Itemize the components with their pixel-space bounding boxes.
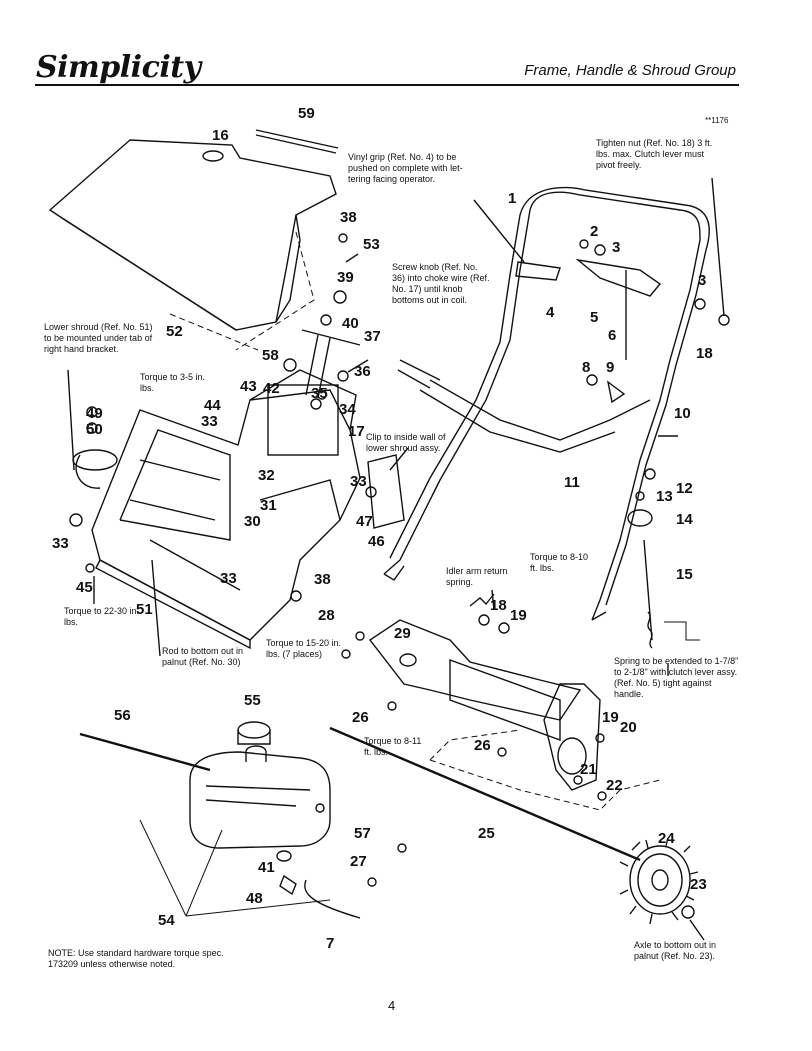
callout-number: 53 (363, 236, 380, 253)
callout-number: 46 (368, 533, 385, 550)
callout-number: 59 (298, 105, 315, 122)
note-torque-22-30: Torque to 22-30 in. lbs. (64, 606, 140, 627)
callout-number: 10 (674, 405, 691, 422)
callout-number: 7 (326, 935, 334, 952)
axle-frame-drawing (368, 619, 601, 791)
callout-number: 13 (656, 488, 673, 505)
callout-number: 49 (86, 405, 103, 422)
callout-number: 39 (337, 269, 354, 286)
callout-number: 37 (364, 328, 381, 345)
callout-number: 3 (698, 272, 706, 289)
callout-number: 38 (340, 209, 357, 226)
callout-number: 55 (244, 692, 261, 709)
callout-number: 43 (240, 378, 257, 395)
callout-number: 57 (354, 825, 371, 842)
callout-number: 30 (244, 513, 261, 530)
callout-number: 35 (311, 385, 328, 402)
callout-number: 33 (350, 473, 367, 490)
callout-number: 26 (474, 737, 491, 754)
note-torque-8-11: Torque to 8-11 ft. lbs. (364, 736, 422, 757)
callout-number: 19 (510, 607, 527, 624)
callout-number: 27 (350, 853, 367, 870)
callout-number: 51 (136, 601, 153, 618)
callout-number: 50 (86, 421, 103, 438)
brand-logo: Simplicity (36, 50, 201, 85)
callout-number: 23 (690, 876, 707, 893)
callout-number: 32 (258, 467, 275, 484)
callout-number: 38 (314, 571, 331, 588)
callout-number: 33 (201, 413, 218, 430)
header-rule (35, 84, 739, 86)
handle-drawing (383, 186, 710, 621)
note-screw-knob: Screw knob (Ref. No. 36) into choke wire… (392, 262, 490, 305)
callout-number: 4 (546, 304, 555, 321)
callout-number: 33 (52, 535, 69, 552)
callout-number: 6 (608, 327, 616, 344)
callout-number: 24 (658, 830, 675, 847)
callout-number: 22 (606, 777, 623, 794)
callout-number: 26 (352, 709, 369, 726)
callout-number: 8 (582, 359, 590, 376)
note-axle: Axle to bottom out in palnut (Ref. No. 2… (634, 940, 717, 961)
fuel-tank-drawing (189, 745, 331, 849)
callout-number: 29 (394, 625, 411, 642)
callout-number: 18 (696, 345, 713, 362)
note-clip: Clip to inside wall of lower shroud assy… (366, 432, 446, 453)
note-spring: Spring to be extended to 1-7/8" to 2-1/8… (614, 656, 739, 699)
section-title: Frame, Handle & Shroud Group (524, 62, 736, 79)
callout-number: 36 (354, 363, 371, 380)
upper-shroud-drawing (48, 139, 337, 331)
callout-number: 21 (580, 761, 597, 778)
note-general: NOTE: Use standard hardware torque spec.… (48, 948, 224, 969)
callout-number: 44 (204, 397, 221, 414)
callout-number: 9 (606, 359, 614, 376)
note-torque-3-5: Torque to 3-5 in. lbs. (140, 372, 206, 393)
note-torque-8-10: Torque to 8-10 ft. lbs. (530, 552, 589, 573)
callout-number: 40 (342, 315, 359, 332)
callout-number: 33 (220, 570, 237, 587)
callout-number: 47 (356, 513, 373, 530)
callout-number: 20 (620, 719, 637, 736)
callout-number: 58 (262, 347, 279, 364)
callout-number: 2 (590, 223, 598, 240)
note-tighten-nut: Tighten nut (Ref. No. 18) 3 ft. lbs. max… (596, 138, 713, 170)
callout-numbers: 5916385352394037583642434435343317303231… (52, 105, 713, 952)
note-vinyl-grip: Vinyl grip (Ref. No. 4) to be pushed on … (348, 152, 463, 184)
callout-number: 15 (676, 566, 693, 583)
callout-number: 18 (490, 597, 507, 614)
callout-number: 14 (676, 511, 693, 528)
callout-number: 48 (246, 890, 263, 907)
callout-number: 28 (318, 607, 335, 624)
callout-number: 12 (676, 480, 693, 497)
callout-number: 1 (508, 190, 516, 207)
figure-number: **1176 (705, 116, 729, 125)
callout-number: 52 (166, 323, 183, 340)
callout-number: 56 (114, 707, 131, 724)
page-number: 4 (388, 998, 396, 1013)
callout-number: 5 (590, 309, 598, 326)
lower-shroud-drawing (72, 369, 361, 650)
callout-number: 17 (348, 423, 365, 440)
callout-number: 31 (260, 497, 277, 514)
note-rod-bottom: Rod to bottom out in palnut (Ref. No. 30… (162, 646, 244, 667)
callout-number: 16 (212, 127, 229, 144)
callout-number: 25 (478, 825, 495, 842)
callout-number: 54 (158, 912, 175, 929)
callout-number: 19 (602, 709, 619, 726)
callout-number: 41 (258, 859, 275, 876)
callout-number: 42 (263, 380, 280, 397)
note-torque-15-20: Torque to 15-20 in. lbs. (7 places) (266, 638, 342, 659)
callout-number: 34 (339, 401, 356, 418)
callout-number: 11 (564, 474, 580, 491)
note-lower-shroud: Lower shroud (Ref. No. 51) to be mounted… (44, 322, 153, 354)
callout-number: 3 (612, 239, 620, 256)
callout-number: 45 (76, 579, 93, 596)
note-idler: Idler arm return spring. (446, 566, 508, 587)
wheel-drawing (619, 837, 699, 925)
